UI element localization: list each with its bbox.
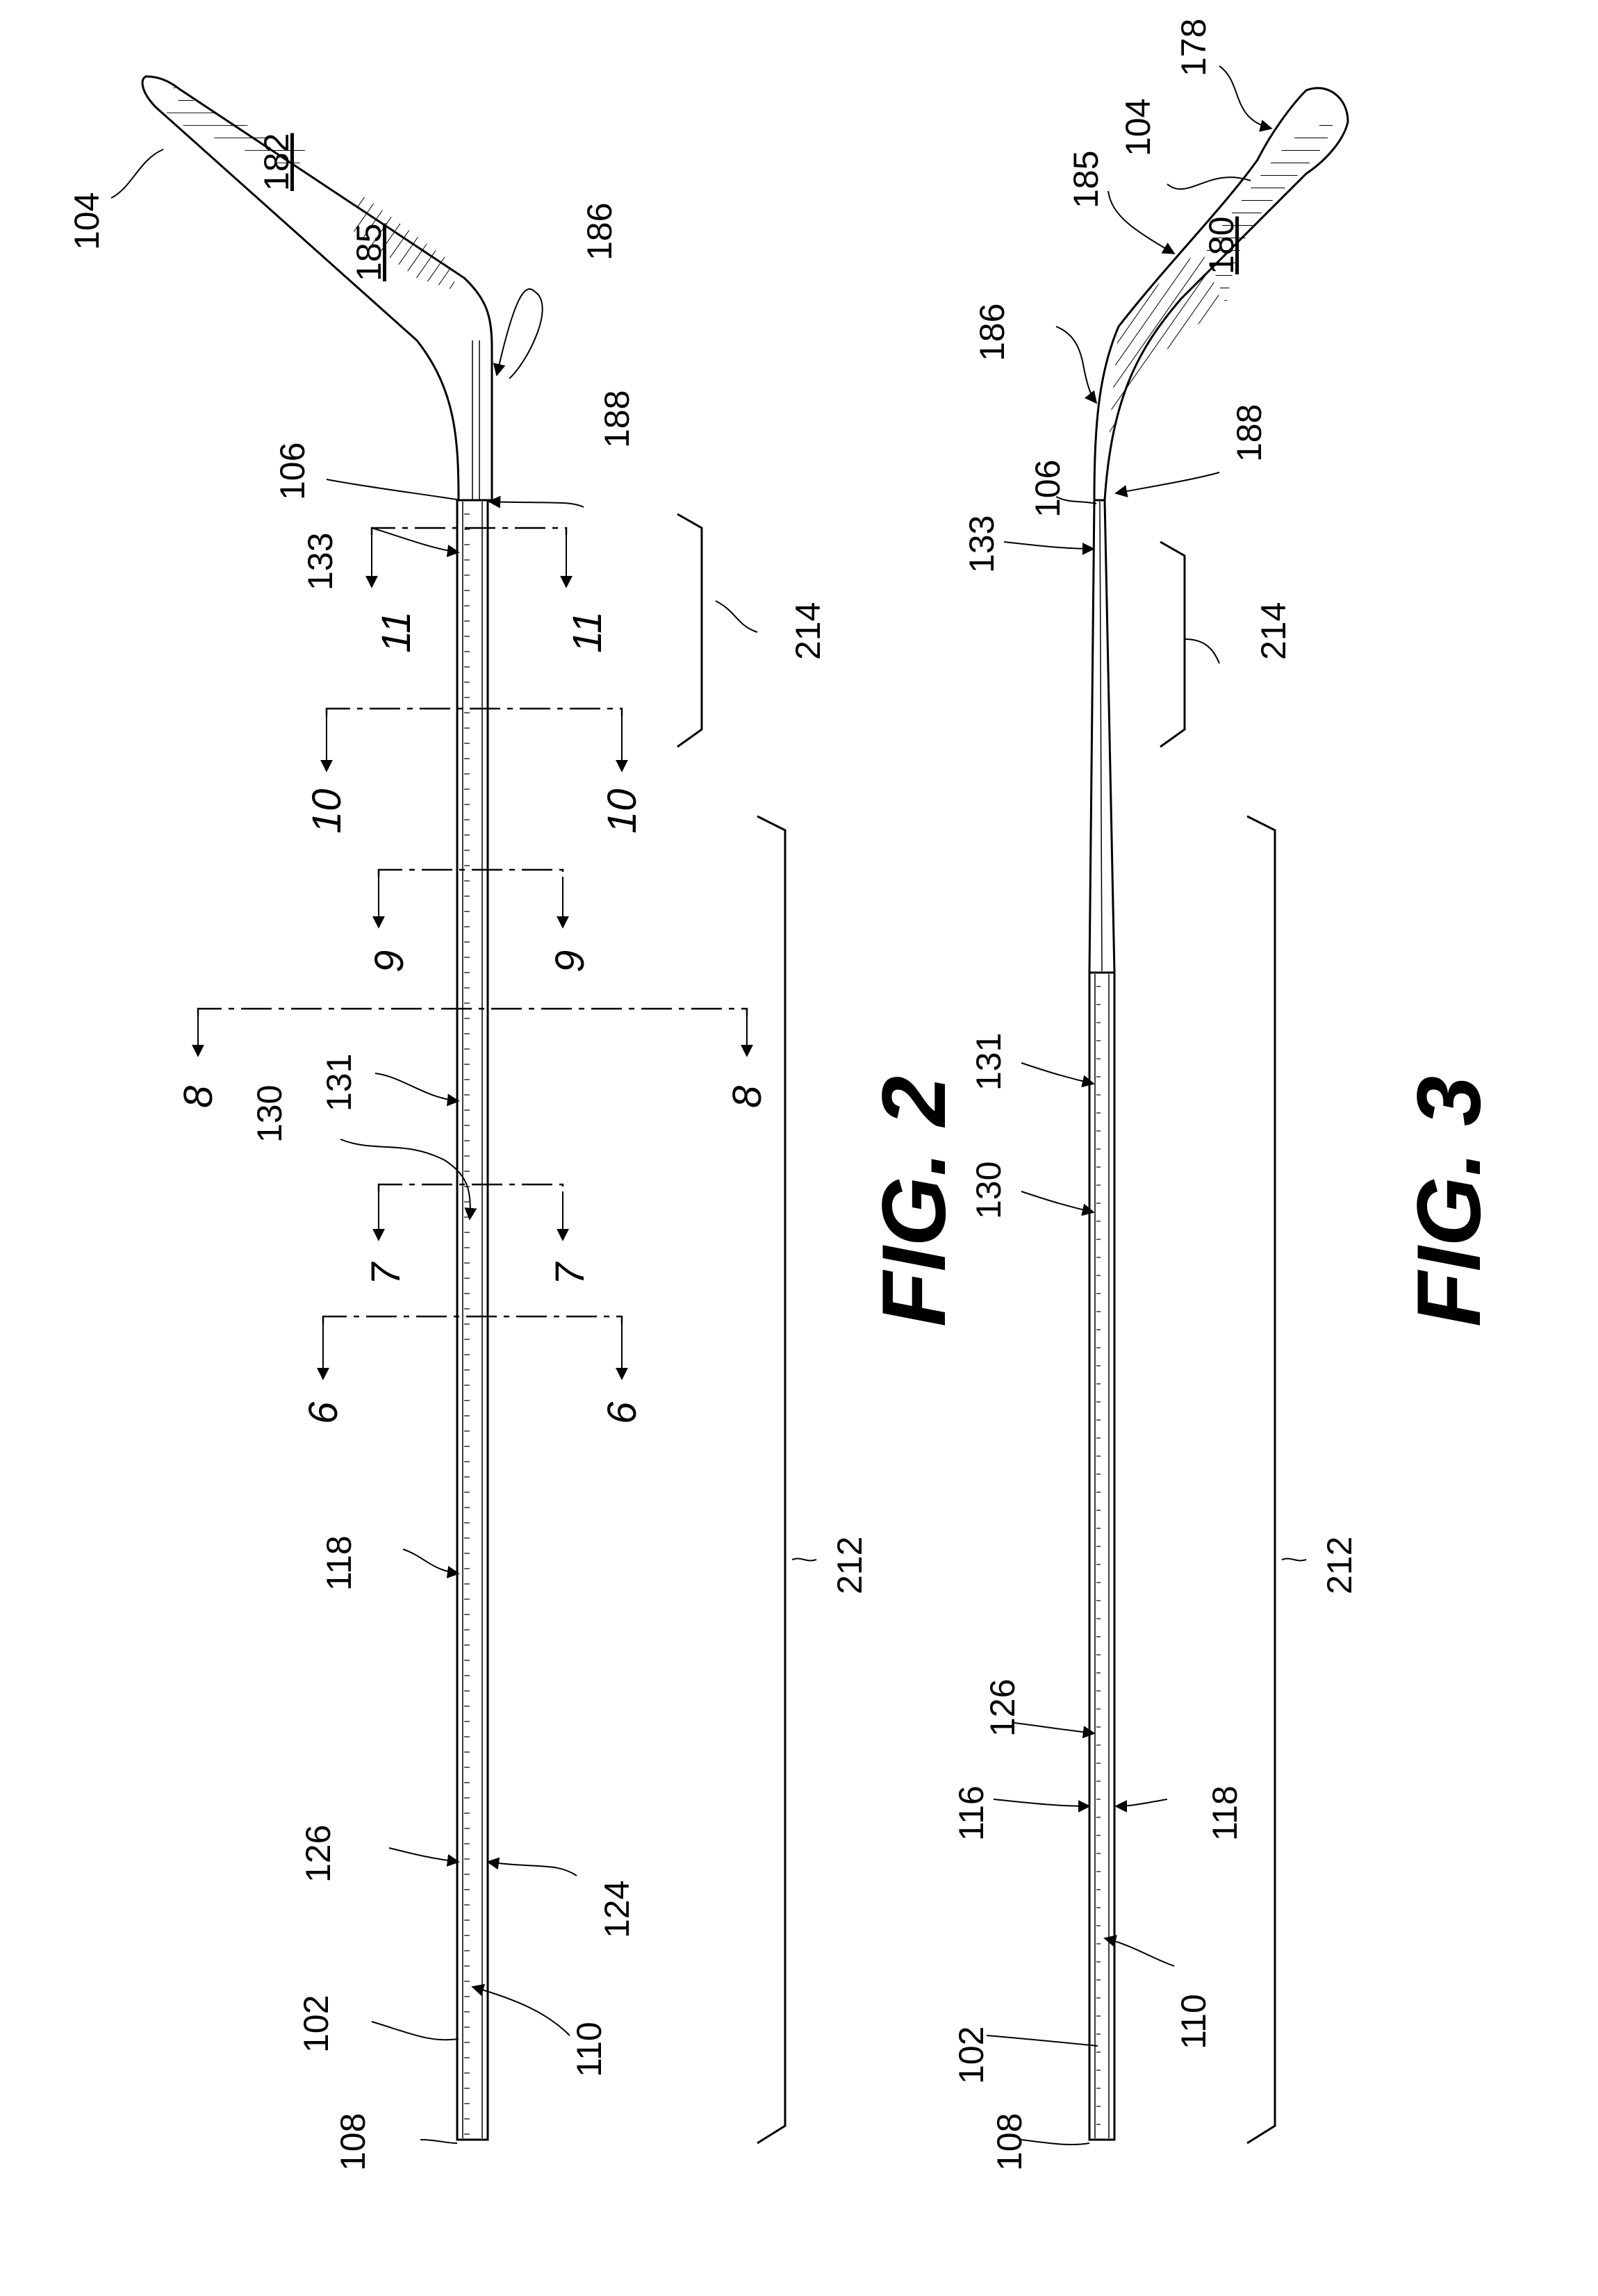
- fig3-bracket-214: [1160, 542, 1185, 747]
- fig3-ref-178: 178: [1174, 19, 1213, 76]
- fig2-section-10-right: 10: [600, 788, 645, 834]
- fig2-ref-212: 212: [830, 1537, 869, 1594]
- fig2-blade: [142, 76, 492, 500]
- fig2-section-10-left: 10: [304, 788, 349, 834]
- fig3-ref-186: 186: [973, 304, 1012, 361]
- fig2-drawing: 104 182 185 186 106 188 133 214 131 130 …: [67, 76, 964, 2171]
- fig3-drawing: 178 104 185 180 186 106 188 133 214 131 …: [952, 19, 1499, 2171]
- fig3-ref-212: 212: [1320, 1537, 1359, 1594]
- fig3-shaft: [1089, 500, 1114, 2140]
- fig3-ref-185: 185: [1066, 151, 1105, 208]
- fig2-section-11-right: 11: [565, 611, 610, 653]
- fig2-ref-126: 126: [299, 1825, 338, 1883]
- fig3-ref-133: 133: [962, 515, 1001, 573]
- fig3-ref-214: 214: [1254, 602, 1293, 660]
- fig3-title: FIG. 3: [1398, 1076, 1499, 1327]
- fig2-section-9-left: 9: [367, 950, 412, 973]
- fig2-ref-182: 182: [257, 133, 296, 191]
- fig2-bracket-214: [677, 514, 702, 747]
- fig2-ref-133: 133: [301, 533, 340, 590]
- fig3-ref-116: 116: [952, 1785, 991, 1841]
- fig2-ref-186: 186: [580, 203, 619, 261]
- fig3-ref-126: 126: [983, 1679, 1022, 1737]
- fig3-ref-180: 180: [1202, 217, 1241, 274]
- fig2-ref-110: 110: [570, 2022, 609, 2077]
- fig2-shaft: [457, 500, 488, 2140]
- fig2-ref-185: 185: [349, 224, 388, 281]
- fig2-section-lines: [198, 528, 747, 1379]
- fig2-section-11-left: 11: [374, 611, 419, 653]
- fig2-section-8-left: 8: [176, 1086, 221, 1108]
- fig2-ref-104: 104: [67, 192, 106, 250]
- fig3-leaders: [987, 66, 1306, 2145]
- fig3-ref-188: 188: [1230, 404, 1269, 462]
- fig2-leaders: [111, 149, 816, 2143]
- fig2-ref-124: 124: [598, 1881, 636, 1938]
- fig2-section-7-right: 7: [547, 1261, 593, 1285]
- fig3-labels: 178 104 185 180 186 106 188 133 214 131 …: [952, 19, 1499, 2171]
- fig3-ref-131: 131: [969, 1033, 1008, 1091]
- fig2-bracket-212: [757, 816, 785, 2143]
- fig2-ref-188: 188: [598, 390, 636, 448]
- fig3-bracket-212: [1247, 816, 1275, 2143]
- fig3-ref-118: 118: [1205, 1785, 1244, 1841]
- fig2-section-6-left: 6: [301, 1401, 346, 1424]
- fig2-ref-214: 214: [789, 602, 827, 660]
- fig2-section-8-right: 8: [725, 1086, 770, 1108]
- fig2-section-7-left: 7: [363, 1261, 409, 1285]
- fig2-ref-131: 131: [320, 1054, 359, 1112]
- fig2-title: FIG. 2: [863, 1076, 964, 1327]
- fig2-section-9-right: 9: [547, 950, 593, 973]
- fig3-ref-108: 108: [990, 2113, 1029, 2171]
- fig3-ref-104: 104: [1119, 99, 1158, 156]
- fig2-ref-118: 118: [320, 1535, 359, 1591]
- fig2-ref-108: 108: [333, 2113, 372, 2171]
- fig2-section-6-right: 6: [600, 1401, 645, 1424]
- fig3-ref-106: 106: [1028, 460, 1067, 518]
- fig3-ref-110: 110: [1174, 1994, 1213, 2049]
- fig3-ref-130: 130: [969, 1162, 1008, 1219]
- fig2-ref-106: 106: [273, 443, 312, 500]
- fig2-ref-102: 102: [297, 1995, 336, 2053]
- fig2-ref-130: 130: [250, 1085, 289, 1143]
- fig3-ref-102: 102: [952, 2026, 991, 2084]
